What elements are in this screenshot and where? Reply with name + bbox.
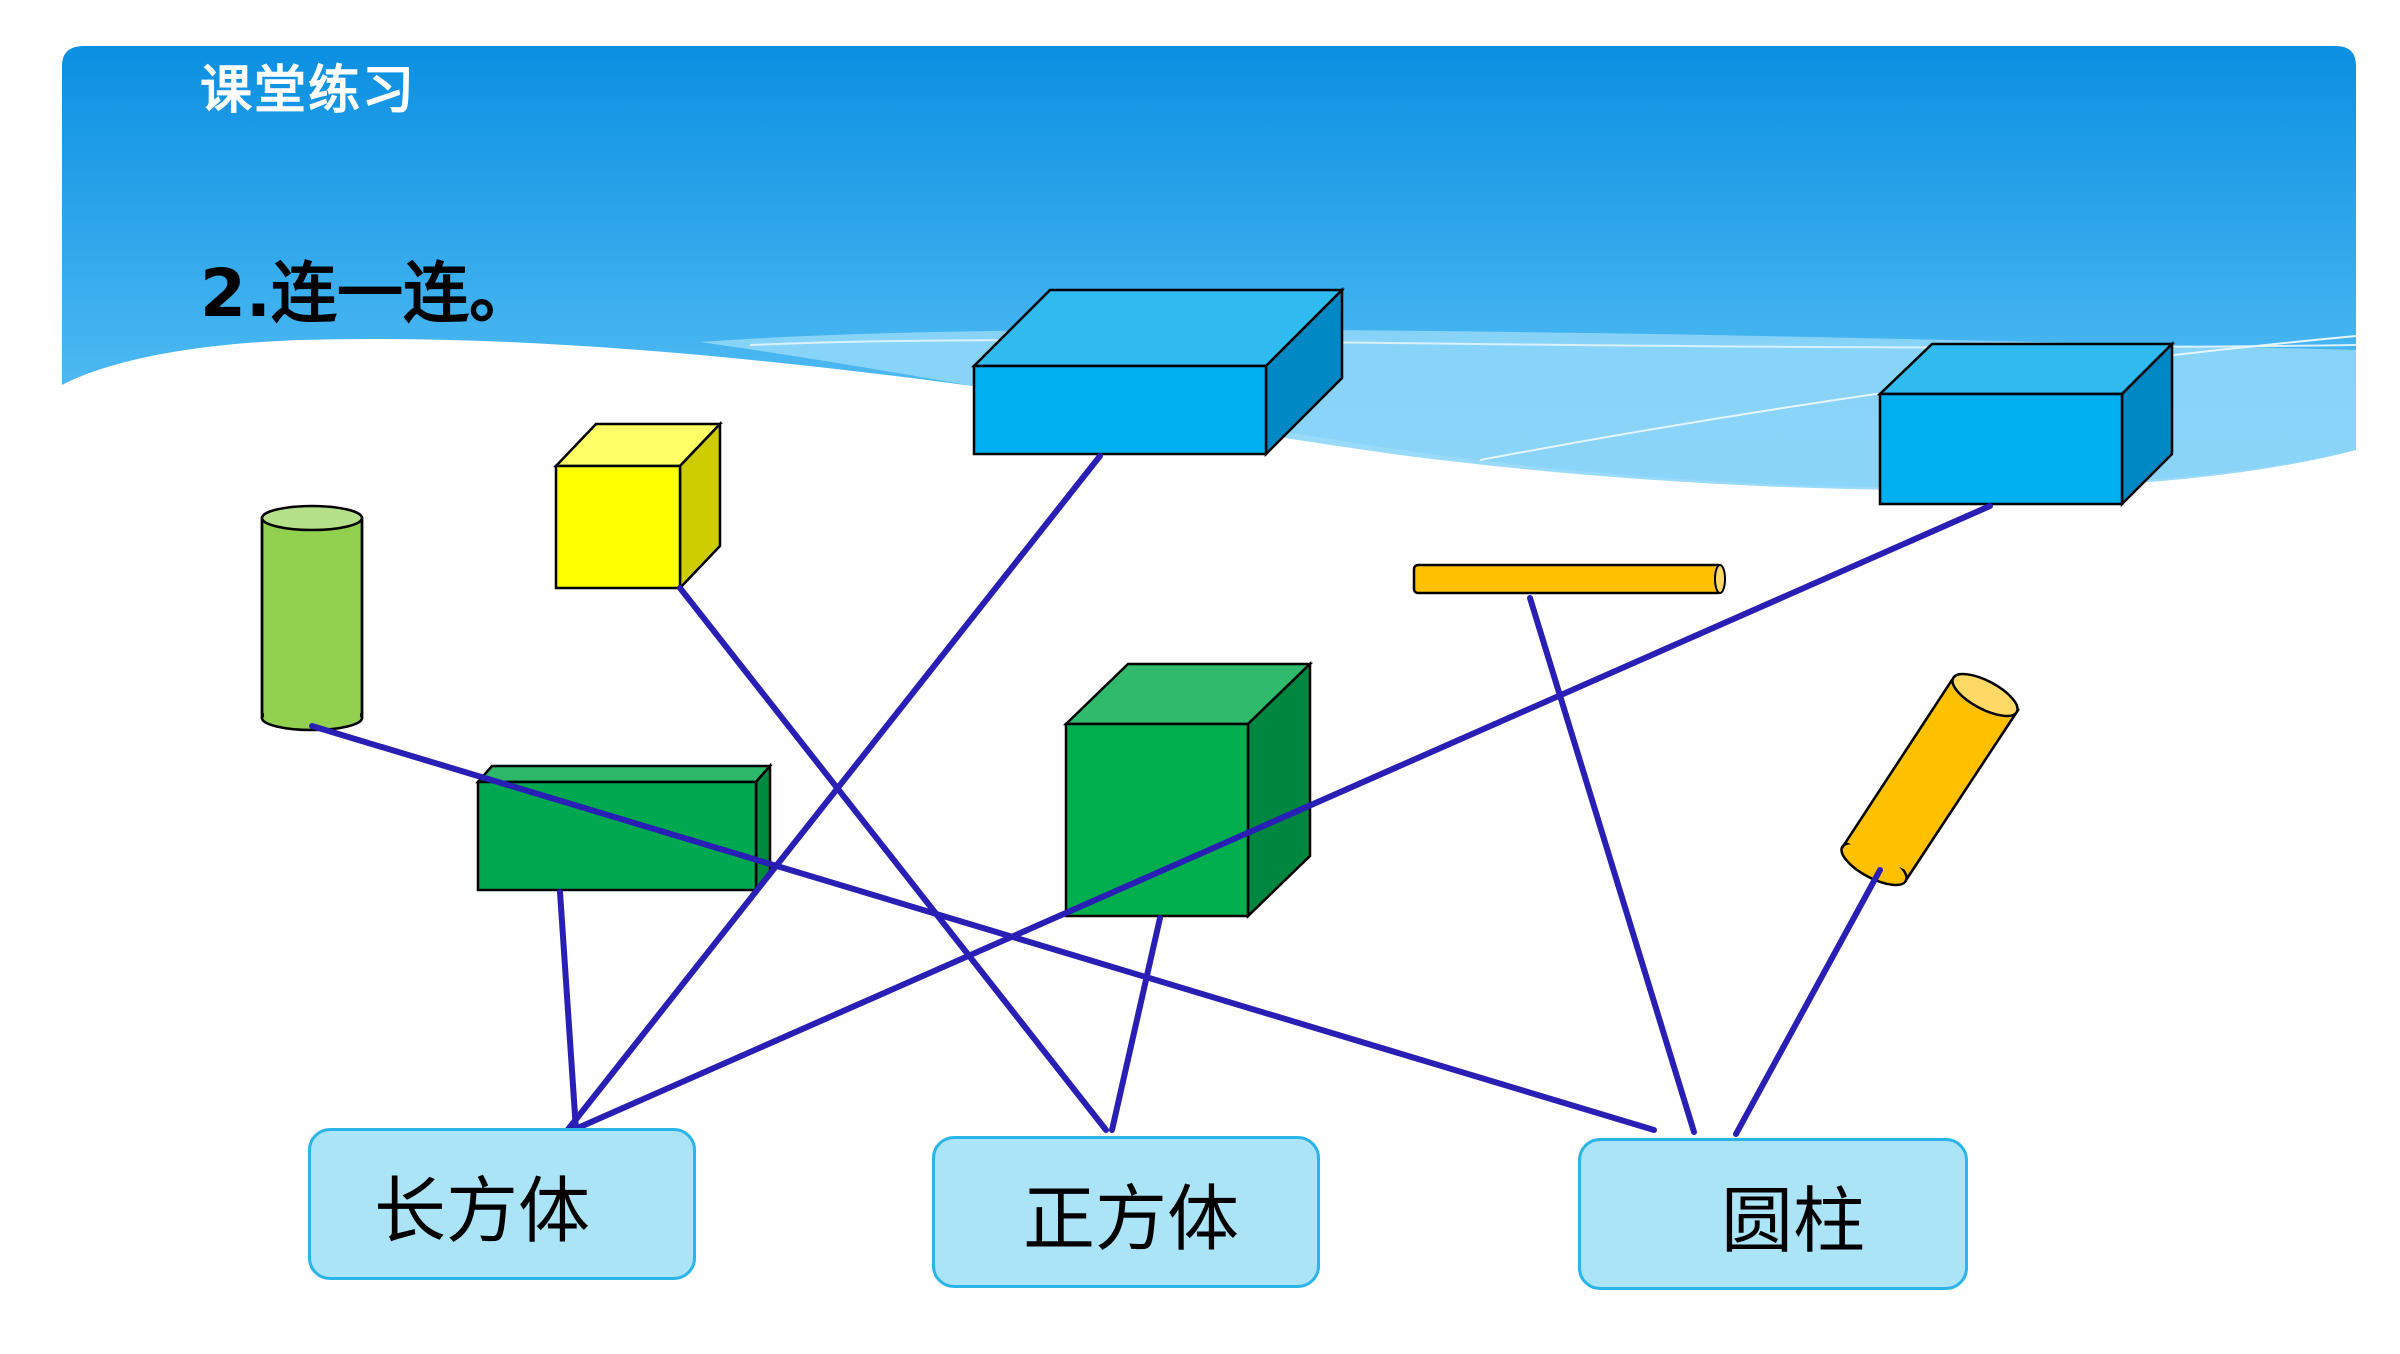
answer-box-cuboid[interactable]: 长方体 xyxy=(308,1128,696,1280)
connector-blue-cuboid-right-to-cuboid xyxy=(561,503,1993,1137)
connector-green-cylinder-to-cylinder xyxy=(309,723,1657,1133)
orange-rod xyxy=(1412,563,1726,595)
answer-label-cube: 正方体 xyxy=(1022,1176,1239,1261)
connector-green-flat-cuboid-to-cuboid xyxy=(557,889,579,1133)
answer-label-cylinder: 圆柱 xyxy=(1720,1178,1865,1263)
connector-orange-cylinder-to-cylinder xyxy=(1733,867,1883,1137)
answer-box-cube[interactable]: 正方体 xyxy=(932,1136,1320,1288)
blue-flat-cuboid xyxy=(970,286,1346,458)
orange-tilted-cylinder xyxy=(1840,672,2020,887)
answer-label-cuboid: 长方体 xyxy=(373,1168,590,1253)
connector-lines xyxy=(309,453,1993,1137)
answer-box-cylinder[interactable]: 圆柱 xyxy=(1578,1138,1968,1290)
connector-orange-rod-to-cylinder xyxy=(1527,595,1697,1135)
green-flat-cuboid xyxy=(475,762,773,894)
blue-cuboid-right xyxy=(1876,340,2176,508)
question-text: 2.连一连。 xyxy=(200,255,535,332)
section-title: 课堂练习 xyxy=(200,61,417,121)
green-cube xyxy=(1062,661,1314,919)
green-cylinder xyxy=(260,504,364,732)
yellow-cube xyxy=(553,420,723,592)
connector-green-cube-to-cube xyxy=(1109,915,1163,1133)
connector-yellow-cube-to-cube xyxy=(677,585,1109,1133)
connector-blue-flat-cuboid-to-cuboid xyxy=(563,453,1103,1135)
